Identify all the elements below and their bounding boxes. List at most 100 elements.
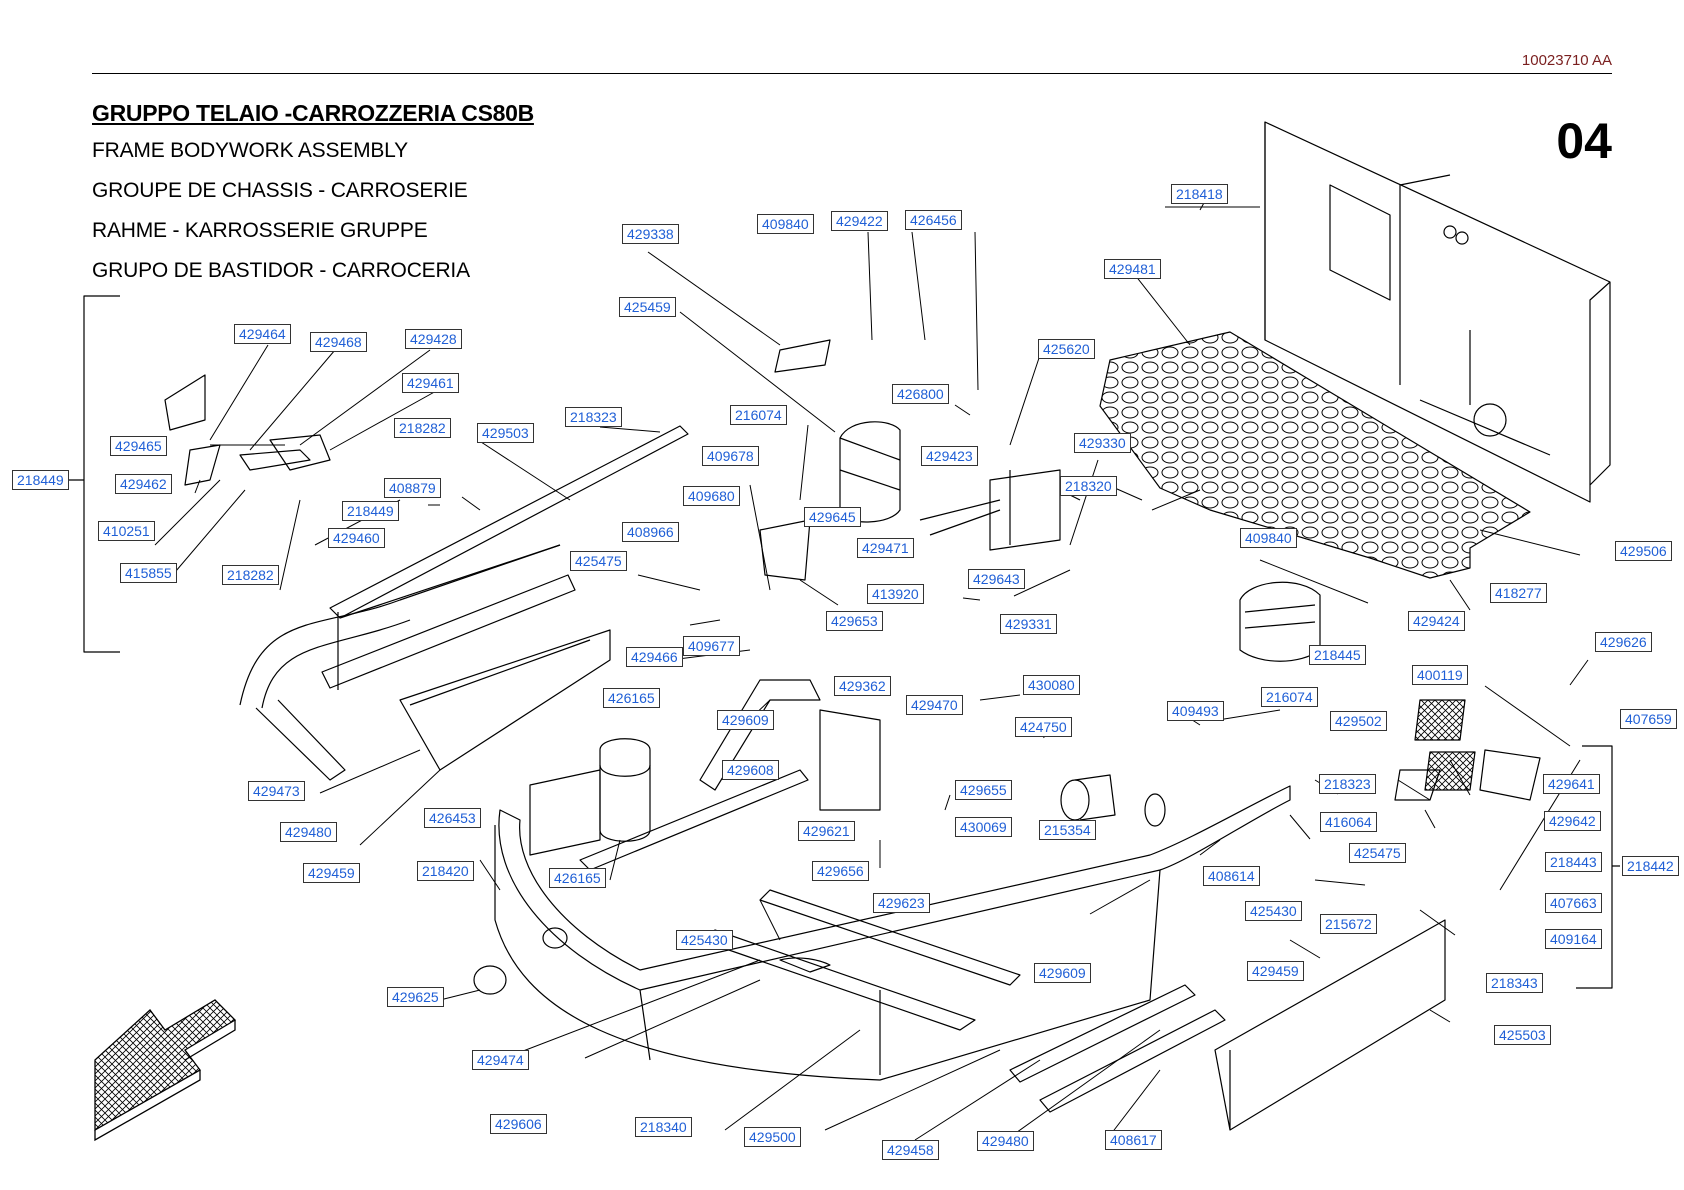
front-bumper-frame (498, 785, 1291, 991)
part-label-407659[interactable]: 407659 (1620, 709, 1677, 729)
part-label-429462[interactable]: 429462 (115, 474, 172, 494)
part-label-218443[interactable]: 218443 (1545, 852, 1602, 872)
part-label-215354[interactable]: 215354 (1039, 820, 1096, 840)
part-label-426165[interactable]: 426165 (603, 688, 660, 708)
part-label-216074[interactable]: 216074 (1261, 687, 1318, 707)
part-label-218282[interactable]: 218282 (222, 565, 279, 585)
part-label-429481[interactable]: 429481 (1104, 259, 1161, 279)
part-label-429506[interactable]: 429506 (1615, 541, 1672, 561)
part-label-425430[interactable]: 425430 (1245, 901, 1302, 921)
part-label-429502[interactable]: 429502 (1330, 711, 1387, 731)
part-label-407663[interactable]: 407663 (1545, 893, 1602, 913)
part-label-426800[interactable]: 426800 (892, 384, 949, 404)
part-label-425475[interactable]: 425475 (1349, 843, 1406, 863)
part-label-425620[interactable]: 425620 (1038, 339, 1095, 359)
part-label-425459[interactable]: 425459 (619, 297, 676, 317)
part-label-429424[interactable]: 429424 (1408, 611, 1465, 631)
part-label-426453[interactable]: 426453 (424, 808, 481, 828)
part-label-218323[interactable]: 218323 (565, 407, 622, 427)
part-label-429473[interactable]: 429473 (248, 781, 305, 801)
part-label-416064[interactable]: 416064 (1320, 812, 1377, 832)
part-label-418277[interactable]: 418277 (1490, 583, 1547, 603)
part-label-409680[interactable]: 409680 (683, 486, 740, 506)
part-label-429500[interactable]: 429500 (744, 1127, 801, 1147)
part-label-218442[interactable]: 218442 (1622, 856, 1679, 876)
part-label-218320[interactable]: 218320 (1060, 476, 1117, 496)
part-label-218323[interactable]: 218323 (1319, 774, 1376, 794)
part-label-429422[interactable]: 429422 (831, 211, 888, 231)
part-label-429480[interactable]: 429480 (977, 1131, 1034, 1151)
part-label-409678[interactable]: 409678 (702, 446, 759, 466)
part-label-429474[interactable]: 429474 (472, 1050, 529, 1070)
part-label-429655[interactable]: 429655 (955, 780, 1012, 800)
part-label-409677[interactable]: 409677 (683, 636, 740, 656)
part-label-409840[interactable]: 409840 (757, 214, 814, 234)
part-label-425503[interactable]: 425503 (1494, 1025, 1551, 1045)
part-label-429459[interactable]: 429459 (303, 863, 360, 883)
part-label-429609[interactable]: 429609 (1034, 963, 1091, 983)
part-label-218449[interactable]: 218449 (342, 501, 399, 521)
part-label-429464[interactable]: 429464 (234, 324, 291, 344)
part-label-410251[interactable]: 410251 (98, 521, 155, 541)
part-label-429331[interactable]: 429331 (1000, 614, 1057, 634)
part-label-426456[interactable]: 426456 (905, 210, 962, 230)
part-label-415855[interactable]: 415855 (120, 563, 177, 583)
part-label-409164[interactable]: 409164 (1545, 929, 1602, 949)
part-label-218282[interactable]: 218282 (394, 418, 451, 438)
part-label-408614[interactable]: 408614 (1203, 866, 1260, 886)
part-label-218449[interactable]: 218449 (12, 470, 69, 490)
part-label-408966[interactable]: 408966 (622, 522, 679, 542)
part-label-426165[interactable]: 426165 (549, 868, 606, 888)
part-label-429606[interactable]: 429606 (490, 1114, 547, 1134)
part-label-429653[interactable]: 429653 (826, 611, 883, 631)
part-label-408617[interactable]: 408617 (1105, 1130, 1162, 1150)
part-label-429645[interactable]: 429645 (804, 507, 861, 527)
part-label-218418[interactable]: 218418 (1171, 184, 1228, 204)
part-label-429626[interactable]: 429626 (1595, 632, 1652, 652)
part-label-424750[interactable]: 424750 (1015, 717, 1072, 737)
part-label-430069[interactable]: 430069 (955, 817, 1012, 837)
part-label-429466[interactable]: 429466 (626, 647, 683, 667)
part-label-429470[interactable]: 429470 (906, 695, 963, 715)
part-label-215672[interactable]: 215672 (1320, 914, 1377, 934)
part-label-429471[interactable]: 429471 (857, 538, 914, 558)
part-label-429460[interactable]: 429460 (328, 528, 385, 548)
part-label-429641[interactable]: 429641 (1543, 774, 1600, 794)
subtitle-english: FRAME BODYWORK ASSEMBLY (92, 139, 408, 162)
part-label-429643[interactable]: 429643 (968, 569, 1025, 589)
part-label-429423[interactable]: 429423 (921, 446, 978, 466)
part-label-425475[interactable]: 425475 (570, 551, 627, 571)
part-label-429656[interactable]: 429656 (812, 861, 869, 881)
leader-lines (154, 200, 1589, 1141)
part-label-429338[interactable]: 429338 (622, 224, 679, 244)
part-label-218340[interactable]: 218340 (635, 1117, 692, 1137)
subtitle-spanish: GRUPO DE BASTIDOR - CARROCERIA (92, 259, 470, 282)
part-label-429461[interactable]: 429461 (402, 373, 459, 393)
part-label-429609[interactable]: 429609 (717, 710, 774, 730)
part-label-429459[interactable]: 429459 (1247, 961, 1304, 981)
part-label-218343[interactable]: 218343 (1486, 973, 1543, 993)
part-label-216074[interactable]: 216074 (730, 405, 787, 425)
part-label-429330[interactable]: 429330 (1074, 433, 1131, 453)
part-label-429465[interactable]: 429465 (110, 436, 167, 456)
part-label-400119[interactable]: 400119 (1412, 665, 1468, 685)
part-label-429623[interactable]: 429623 (873, 893, 930, 913)
part-label-429458[interactable]: 429458 (882, 1140, 939, 1160)
part-label-429362[interactable]: 429362 (834, 676, 891, 696)
part-label-429480[interactable]: 429480 (280, 822, 337, 842)
part-label-430080[interactable]: 430080 (1023, 675, 1080, 695)
part-label-408879[interactable]: 408879 (384, 478, 441, 498)
part-label-429428[interactable]: 429428 (405, 329, 462, 349)
part-label-413920[interactable]: 413920 (867, 584, 924, 604)
part-label-429503[interactable]: 429503 (477, 423, 534, 443)
part-label-429625[interactable]: 429625 (387, 987, 444, 1007)
part-label-218445[interactable]: 218445 (1309, 645, 1366, 665)
part-label-429608[interactable]: 429608 (722, 760, 779, 780)
part-label-429468[interactable]: 429468 (310, 332, 367, 352)
part-label-409493[interactable]: 409493 (1167, 701, 1224, 721)
part-label-429621[interactable]: 429621 (798, 821, 855, 841)
part-label-425430[interactable]: 425430 (676, 930, 733, 950)
part-label-218420[interactable]: 218420 (417, 861, 474, 881)
part-label-409840[interactable]: 409840 (1240, 528, 1297, 548)
part-label-429642[interactable]: 429642 (1544, 811, 1601, 831)
